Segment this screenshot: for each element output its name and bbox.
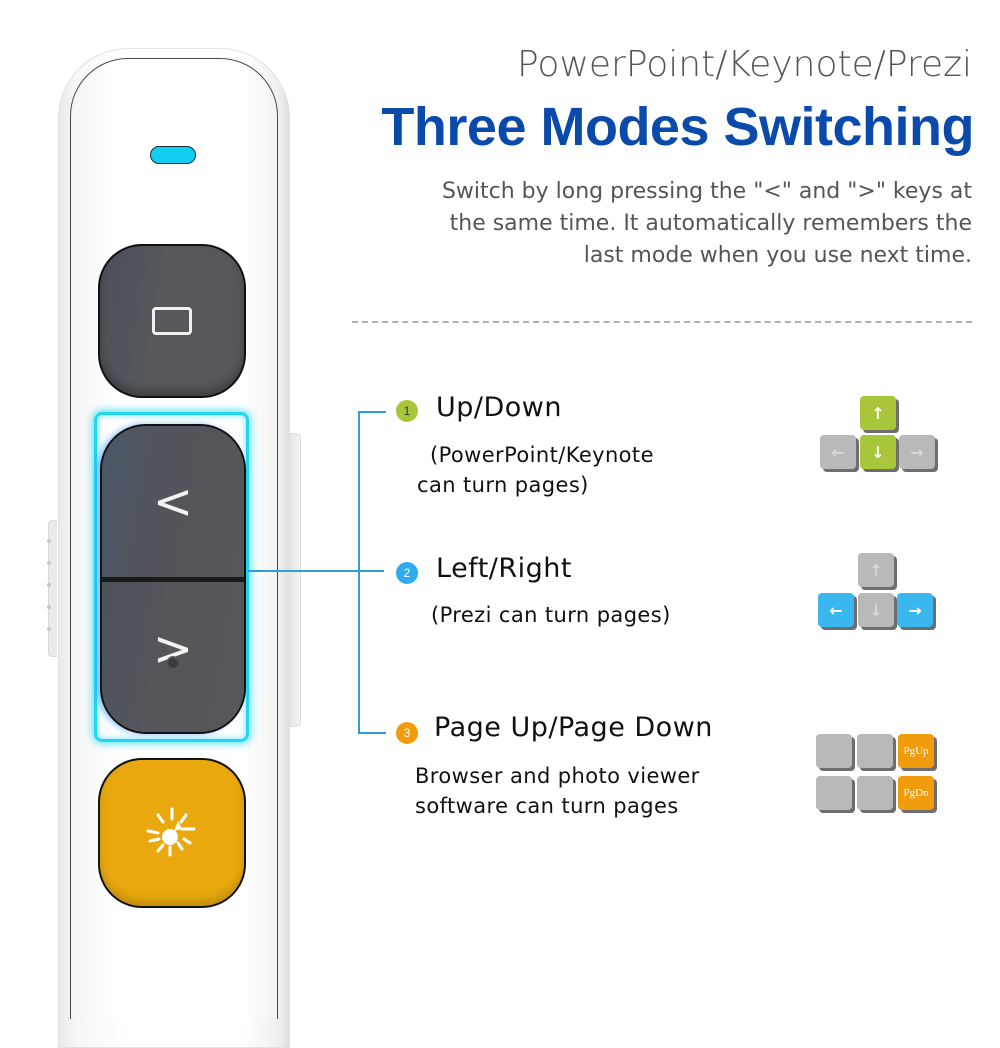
- arrow-right-icon: →: [908, 600, 922, 620]
- key-down: ↓: [860, 435, 896, 469]
- laser-pointer-button[interactable]: [98, 758, 246, 908]
- connector-mode-1: [358, 411, 386, 413]
- laser-dot-icon: [167, 656, 179, 668]
- status-led-indicator: [150, 146, 196, 164]
- arrow-left-icon: ←: [829, 600, 843, 620]
- key-down: ↓: [858, 593, 894, 627]
- key-up: ↑: [860, 396, 896, 430]
- key-blank: [857, 776, 893, 810]
- switch-instructions: Switch by long pressing the "<" and ">" …: [441, 179, 972, 268]
- side-switch: [290, 433, 301, 727]
- key-blank: [816, 776, 852, 810]
- mode-description: Browser and photo viewer: [415, 764, 700, 788]
- arrow-down-icon: ↓: [871, 442, 885, 462]
- arrow-down-icon: ↓: [869, 600, 883, 620]
- connector-vertical-line: [358, 411, 360, 734]
- key-page-down: PgDn: [898, 776, 934, 810]
- page-nav-rocker[interactable]: < >: [100, 424, 246, 734]
- key-blank: [857, 734, 893, 768]
- blank-screen-button[interactable]: [98, 244, 246, 398]
- previous-page-button[interactable]: <: [102, 426, 244, 578]
- mode-title: Page Up/Page Down: [434, 712, 713, 743]
- mode-number-badge: 2: [396, 562, 418, 584]
- key-right: →: [899, 435, 935, 469]
- chevron-left-icon: <: [152, 474, 194, 530]
- page-title: Three Modes Switching: [381, 97, 974, 157]
- key-right: →: [897, 593, 933, 627]
- mode-title: Left/Right: [436, 553, 572, 584]
- mode-description: software can turn pages: [415, 794, 679, 818]
- mode-description: (PowerPoint/Keynote: [430, 443, 654, 467]
- connector-mode-2: [248, 570, 384, 572]
- key-page-up: PgUp: [898, 734, 934, 768]
- mode-number-badge: 3: [396, 722, 418, 744]
- rocker-divider: [102, 577, 244, 582]
- arrow-up-icon: ↑: [869, 560, 883, 580]
- key-left: ←: [820, 435, 856, 469]
- mode-number-badge: 1: [396, 400, 418, 422]
- key-left: ←: [818, 593, 854, 627]
- mode-description: can turn pages): [417, 473, 589, 497]
- blank-screen-icon: [152, 307, 192, 335]
- arrow-up-icon: ↑: [871, 403, 885, 423]
- mode-description: (Prezi can turn pages): [431, 603, 671, 627]
- laser-burst-icon: [146, 807, 196, 857]
- key-up: ↑: [858, 553, 894, 587]
- supported-apps-subtitle: PowerPoint/Keynote/Prezi: [517, 44, 972, 85]
- mode-title: Up/Down: [436, 392, 563, 423]
- dashed-divider: [352, 321, 972, 323]
- connector-mode-3: [358, 732, 386, 734]
- arrow-right-icon: →: [910, 442, 924, 462]
- side-grip: [47, 520, 57, 657]
- highlight-frame: [94, 412, 249, 742]
- key-blank: [816, 734, 852, 768]
- arrow-left-icon: ←: [831, 442, 845, 462]
